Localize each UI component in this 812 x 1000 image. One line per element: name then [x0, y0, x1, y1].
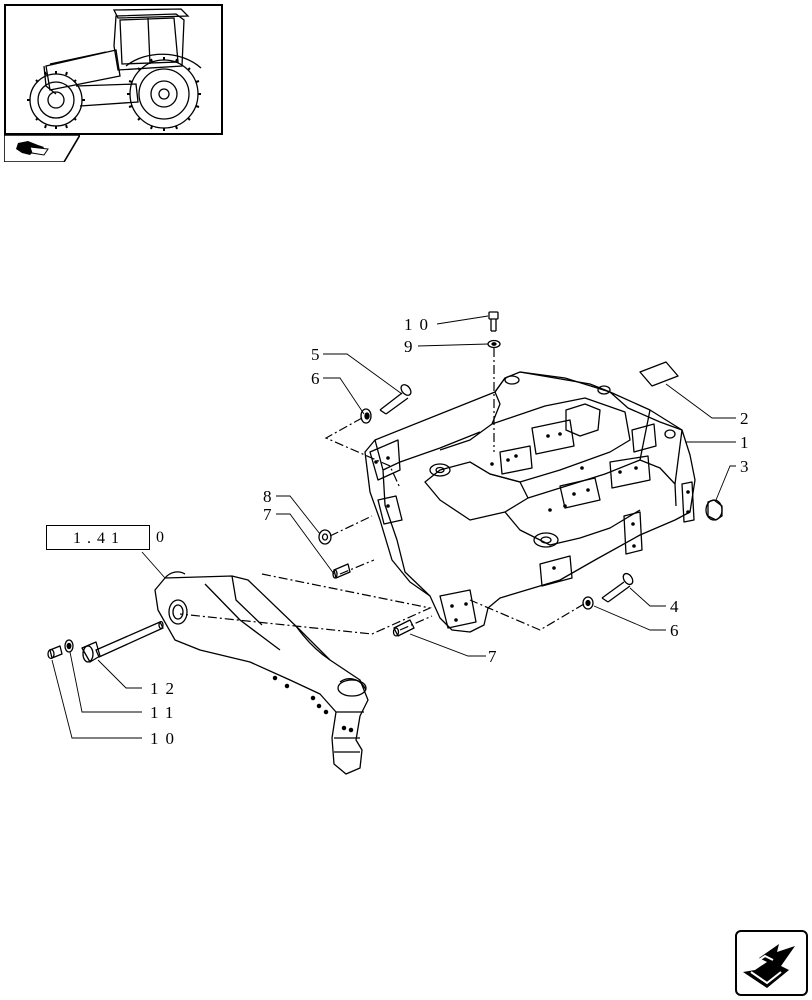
callout-10-bottom: 10	[150, 729, 181, 748]
tractor-thumbnail-icon	[27, 8, 202, 131]
callout-6-right: 6	[670, 621, 686, 640]
next-page-button[interactable]	[735, 930, 808, 996]
screw-5	[379, 384, 412, 415]
plug	[705, 499, 723, 521]
callout-7-left: 7	[263, 505, 279, 524]
bolt-10-left	[47, 645, 63, 660]
tractor-thumbnail[interactable]	[4, 4, 223, 135]
reference-suffix[interactable]: 0	[156, 529, 164, 546]
callout-3: 3	[740, 457, 756, 476]
screw-4	[601, 572, 634, 603]
callout-2: 2	[740, 409, 756, 428]
cover-plate	[639, 361, 679, 387]
callout-5: 5	[311, 345, 327, 364]
leader-lines	[51, 315, 736, 739]
callout-8: 8	[263, 487, 279, 506]
callout-labels: 10 9 5 6 8 7 2 1 3 4 6 7 12 11 10	[150, 315, 756, 748]
washer-8	[318, 529, 332, 545]
casting-bolt-holes	[374, 432, 690, 622]
pin-7-bottom	[392, 619, 415, 637]
section-reference-link[interactable]: 1.41	[46, 525, 150, 550]
next-page-arrow-icon	[743, 944, 795, 988]
callout-6-left: 6	[311, 369, 327, 388]
callout-7-bottom: 7	[488, 647, 504, 666]
top-bolt	[488, 311, 499, 332]
pivot-pin	[81, 620, 164, 663]
assembly-lines	[179, 348, 585, 635]
top-washer	[487, 339, 501, 349]
callout-1: 1	[740, 433, 756, 452]
front-axle-beam	[154, 571, 369, 775]
section-nav-icon[interactable]	[4, 135, 80, 162]
callout-10-top: 10	[404, 315, 435, 334]
callout-9: 9	[404, 337, 420, 356]
front-axle-support-casting	[364, 371, 696, 633]
washer-11	[64, 639, 74, 653]
washer-6-right	[582, 596, 594, 610]
washer-6-left	[360, 408, 372, 424]
callout-4: 4	[670, 597, 686, 616]
callout-11: 11	[150, 703, 180, 722]
callout-12: 12	[150, 679, 181, 698]
reference-number: 1.41	[73, 530, 125, 547]
pin-7-left	[332, 563, 351, 579]
